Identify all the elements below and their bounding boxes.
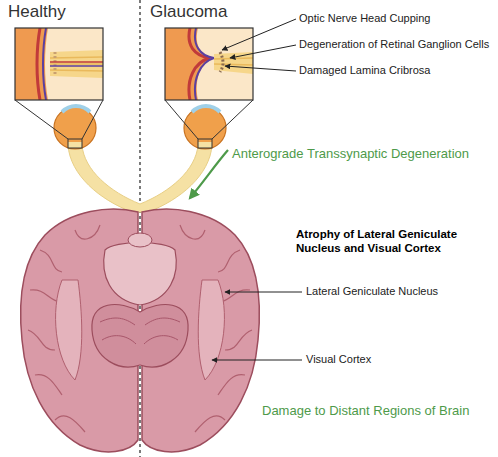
optic-disc-inset-glaucoma bbox=[165, 28, 253, 100]
callout-leaders bbox=[212, 19, 302, 360]
optic-pathway bbox=[68, 145, 212, 212]
panel-heading: Glaucoma bbox=[150, 2, 227, 22]
callout-label: Damaged Lamina Cribrosa bbox=[299, 64, 430, 77]
process-label: Anterograde Transsynaptic Degeneration bbox=[232, 146, 469, 162]
callout-label: Degeneration of Retinal Ganglion Cells bbox=[299, 38, 489, 51]
finding-label: Damage to Distant Regions of Brain bbox=[262, 403, 469, 419]
structure-label: Visual Cortex bbox=[306, 353, 371, 366]
callout-label: Optic Nerve Head Cupping bbox=[299, 12, 430, 25]
midline bbox=[139, 0, 140, 457]
eye-right bbox=[184, 106, 226, 149]
structure-label: Lateral Geniculate Nucleus bbox=[306, 285, 438, 298]
brain-illustration bbox=[21, 209, 260, 452]
finding-label: Atrophy of Lateral Geniculate Nucleus an… bbox=[296, 228, 496, 256]
eye-left bbox=[54, 106, 96, 149]
degeneration-arrow bbox=[190, 150, 228, 198]
optic-disc-inset-healthy bbox=[15, 28, 103, 100]
panel-heading: Healthy bbox=[8, 2, 66, 22]
zoom-lines bbox=[15, 100, 253, 148]
